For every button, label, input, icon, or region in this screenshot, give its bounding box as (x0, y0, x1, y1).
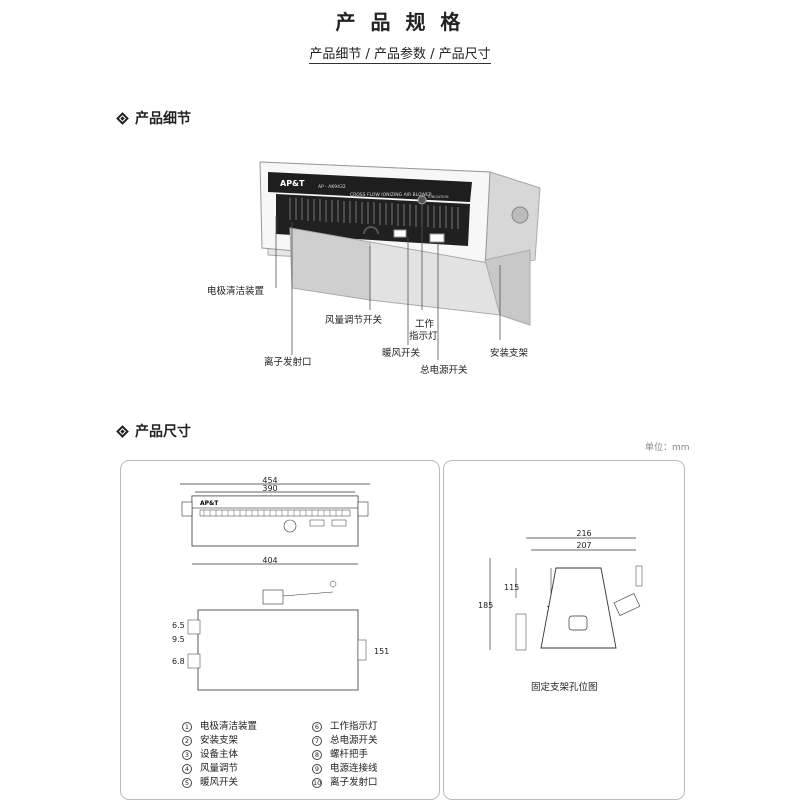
legend-item: 电极清洁装置 (200, 721, 258, 732)
diamond-icon (116, 111, 129, 125)
callout-heater-switch: 暖风开关 (382, 348, 421, 359)
indicator-light-icon (417, 195, 427, 205)
top-view-drawing: 6.5 9.5 6.8 151 (172, 580, 389, 691)
legend-item: 工作指示灯 (330, 721, 378, 732)
section-heading-dimensions: 产品尺寸 (116, 421, 191, 441)
legend-item: 暖风开关 (200, 777, 239, 788)
dim-151: 151 (374, 647, 389, 656)
section-heading-details: 产品细节 (116, 108, 191, 128)
indicator-text: IONIZATION (428, 195, 449, 199)
callout-electrode-cleaner: 电极清洁装置 (207, 286, 265, 297)
legend-item: 设备主体 (200, 749, 239, 760)
dim-216: 216 (576, 529, 591, 538)
subnav-links[interactable]: 产品细节 / 产品参数 / 产品尺寸 (309, 47, 491, 64)
heater-switch[interactable] (393, 229, 407, 238)
front-view-drawing: 454 390 AP&T 404 (180, 476, 370, 565)
legend-item: 风量调节 (200, 763, 239, 774)
banner-text: CROSS FLOW IONIZING AIR BLOWER (350, 192, 432, 198)
section-title: 产品尺寸 (135, 424, 191, 440)
callout-airflow-switch: 风量调节开关 (325, 315, 383, 326)
dim-9-5: 9.5 (172, 635, 185, 644)
callout-indicator-line2: 指示灯 (409, 331, 438, 342)
bracket-drawing: 216 207 185 115 165 (478, 529, 643, 651)
airflow-knob-icon[interactable] (363, 226, 379, 235)
legend-item: 安装支架 (200, 735, 239, 746)
callout-ion-outlet: 离子发射口 (264, 357, 312, 368)
dim-207: 207 (576, 541, 591, 550)
dim-115: 115 (504, 583, 519, 592)
power-switch[interactable] (429, 233, 445, 243)
page-title: 产 品 规 格 (335, 10, 465, 34)
drawing-brand: AP&T (200, 500, 219, 507)
legend-item: 离子发射口 (330, 777, 378, 788)
brand-logo: AP&T (280, 179, 305, 188)
diamond-icon (116, 424, 129, 438)
legend-item: 电源连接线 (330, 763, 378, 774)
subnav[interactable]: 产品细节 / 产品参数 / 产品尺寸 (0, 43, 800, 64)
legend-item: 总电源开关 (330, 735, 378, 746)
bracket-caption: 固定支架孔位图 (531, 682, 598, 693)
dim-6-8: 6.8 (172, 657, 185, 666)
legend-item: 螺杆把手 (330, 749, 369, 760)
unit-label: 单位：mm (645, 443, 690, 453)
dim-404: 404 (262, 556, 277, 565)
callout-mount-bracket: 安装支架 (490, 348, 529, 359)
dim-185: 185 (478, 601, 493, 610)
dim-390: 390 (262, 484, 277, 493)
dim-454: 454 (262, 476, 277, 485)
dim-6-5: 6.5 (172, 621, 185, 630)
callout-power-switch: 总电源开关 (420, 365, 468, 376)
screw-handle-icon[interactable] (511, 206, 529, 224)
section-title: 产品细节 (135, 111, 191, 127)
model-text: AP - AK9432 (318, 184, 346, 190)
callout-indicator-line1: 工作 (415, 319, 435, 330)
device-illustration: AP&T AP - AK9432 CROSS FLOW IONIZING AIR… (259, 161, 541, 360)
